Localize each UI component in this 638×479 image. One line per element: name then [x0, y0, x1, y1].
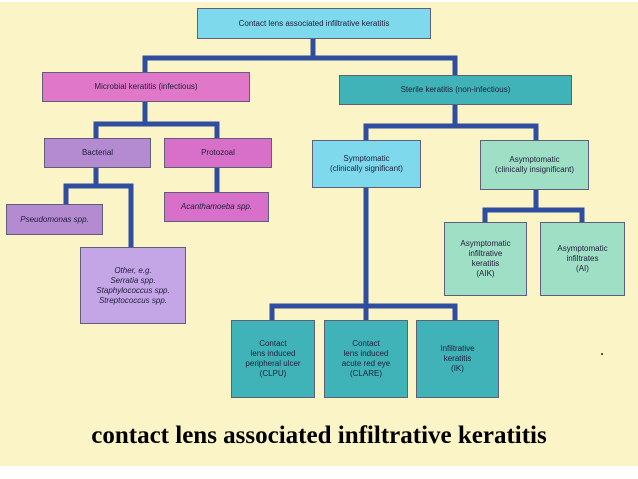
- bacterial-node: Bacterial: [44, 138, 151, 168]
- ai-node: Asymptomatic infiltrates (AI): [540, 222, 625, 296]
- pseudomonas-node: Pseudomonas spp.: [6, 204, 103, 235]
- root-label: Contact lens associated infiltrative ker…: [238, 18, 390, 28]
- clare-node: Contact lens induced acute red eye (CLAR…: [324, 320, 408, 398]
- aik-label: Asymptomatic infiltrative keratitis (AIK…: [460, 239, 511, 278]
- protozoal-node: Protozoal: [164, 138, 272, 168]
- ai-label: Asymptomatic infiltrates (AI): [557, 244, 608, 273]
- microbial-keratitis-node: Microbial keratitis (infectious): [42, 72, 250, 102]
- slide-caption: contact lens associated infiltrative ker…: [91, 422, 547, 449]
- symptomatic-node: Symptomatic (clinically significant): [312, 140, 421, 188]
- ik-label: Infiltrative keratitis (IK): [440, 344, 475, 373]
- top-strip: [0, 0, 638, 2]
- bacterial-label: Bacterial: [81, 148, 114, 157]
- asymptomatic-node: Asymptomatic (clinically insignificant): [480, 140, 589, 190]
- symptomatic-label: Symptomatic (clinically significant): [330, 154, 403, 173]
- pseudomonas-label: Pseudomonas spp.: [20, 214, 89, 224]
- other-bacteria-node: Other, e.g. Serratia spp. Staphylococcus…: [80, 247, 186, 324]
- speck: [601, 353, 603, 355]
- sterile-label: Sterile keratitis (non-infectious): [400, 85, 511, 94]
- microbial-label: Microbial keratitis (infectious): [94, 82, 198, 91]
- sterile-keratitis-node: Sterile keratitis (non-infectious): [339, 75, 572, 105]
- bottom-strip: [0, 466, 638, 479]
- clpu-label: Contact lens induced peripheral ulcer (C…: [245, 339, 301, 378]
- clpu-node: Contact lens induced peripheral ulcer (C…: [231, 320, 315, 398]
- root-node: Contact lens associated infiltrative ker…: [197, 8, 431, 39]
- protozoal-label: Protozoal: [201, 148, 235, 157]
- ik-node: Infiltrative keratitis (IK): [416, 320, 499, 398]
- aik-node: Asymptomatic infiltrative keratitis (AIK…: [444, 222, 527, 296]
- clare-label: Contact lens induced acute red eye (CLAR…: [341, 339, 391, 378]
- acanthamoeba-node: Acanthamoeba spp.: [164, 192, 269, 222]
- acanthamoeba-label: Acanthamoeba spp.: [180, 202, 253, 211]
- other-bacteria-label: Other, e.g. Serratia spp. Staphylococcus…: [96, 265, 170, 305]
- asymptomatic-label: Asymptomatic (clinically insignificant): [494, 155, 575, 174]
